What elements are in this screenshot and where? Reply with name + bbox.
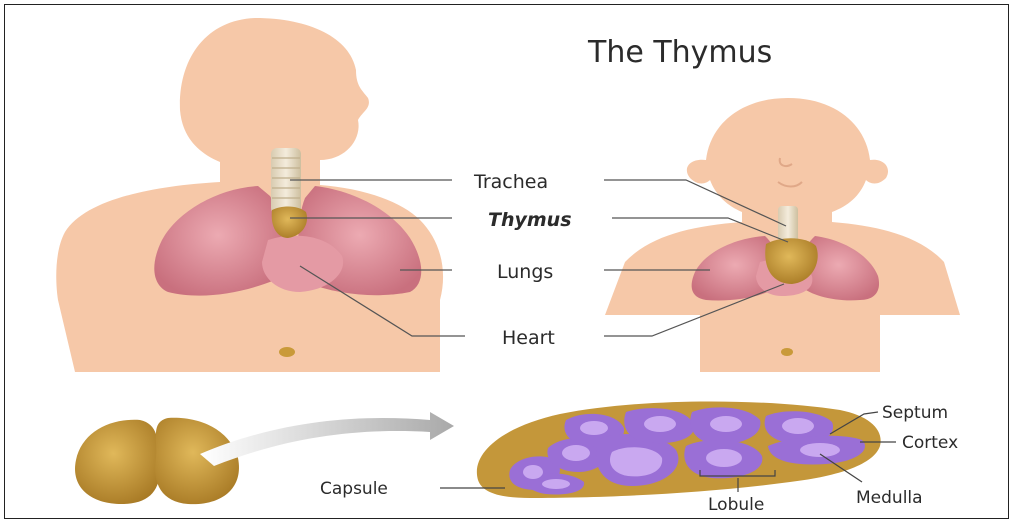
medulla-region: [800, 443, 840, 457]
label-lobule: Lobule: [708, 495, 764, 515]
medulla-region: [710, 416, 742, 432]
label-lungs: Lungs: [497, 261, 553, 283]
diagram-title: The Thymus: [587, 35, 772, 70]
thymus-cross-section: [477, 401, 881, 498]
label-heart: Heart: [502, 327, 555, 349]
label-cortex: Cortex: [902, 433, 958, 453]
label-thymus: Thymus: [488, 209, 572, 231]
label-capsule: Capsule: [320, 479, 388, 499]
child-navel: [781, 348, 793, 356]
adult-navel: [279, 347, 295, 357]
medulla-region: [706, 449, 742, 467]
medulla-region: [644, 416, 676, 432]
medulla-region: [782, 418, 814, 434]
magnify-arrow: [200, 412, 454, 466]
label-trachea: Trachea: [473, 171, 548, 193]
gland-left-lobe: [75, 420, 160, 504]
medulla-region: [580, 421, 608, 435]
child-figure: [605, 98, 960, 372]
label-medulla: Medulla: [856, 488, 923, 508]
label-septum: Septum: [882, 403, 948, 423]
medulla-region: [562, 445, 590, 461]
medulla-region: [542, 479, 570, 489]
medulla-region: [523, 465, 543, 479]
child-lower-body: [700, 300, 880, 372]
medulla-region: [610, 447, 662, 476]
